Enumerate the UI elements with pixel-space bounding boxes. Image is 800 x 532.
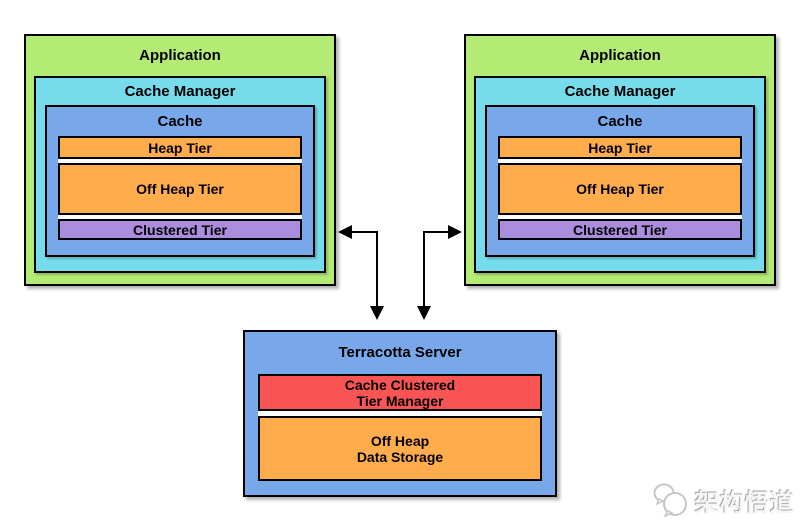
server-stack: Cache Clustered Tier Manager Off Heap Da… [258,374,542,481]
heap-tier-box: Heap Tier [498,136,742,159]
off-heap-tier-box: Off Heap Tier [58,163,302,215]
cache-clustered-tier-manager-box: Cache Clustered Tier Manager [258,374,542,411]
tier-stack: Heap Tier Off Heap Tier Clustered Tier [58,136,302,240]
component-label-line: Tier Manager [356,392,444,409]
cache-manager-title: Cache Manager [564,83,676,100]
off-heap-tier-box: Off Heap Tier [498,163,742,215]
cache-box: Cache Heap Tier Off Heap Tier Clustered … [45,105,315,257]
terracotta-server-box: Terracotta Server Cache Clustered Tier M… [243,330,557,497]
connector-left [338,225,384,320]
application-box-left: Application Cache Manager Cache Heap Tie… [24,34,336,286]
component-label-line: Data Storage [356,448,444,465]
cache-title: Cache [157,113,203,130]
off-heap-data-storage-box: Off Heap Data Storage [258,416,542,481]
cache-manager-title: Cache Manager [124,83,236,100]
cache-box: Cache Heap Tier Off Heap Tier Clustered … [485,105,755,257]
clustered-tier-box: Clustered Tier [58,219,302,240]
application-title: Application [579,47,661,64]
chat-bubbles-icon [653,483,687,518]
tier-stack: Heap Tier Off Heap Tier Clustered Tier [498,136,742,240]
watermark: 架构悟道 [652,482,795,518]
cache-manager-box: Cache Manager Cache Heap Tier Off Heap T… [474,76,766,273]
clustered-tier-box: Clustered Tier [498,219,742,240]
watermark-text: 架构悟道 [695,489,795,517]
cache-manager-box: Cache Manager Cache Heap Tier Off Heap T… [34,76,326,273]
component-label-line: Cache Clustered [344,376,456,393]
cache-title: Cache [597,113,643,130]
terracotta-server-title: Terracotta Server [338,344,462,361]
component-label-line: Off Heap [370,432,430,449]
application-box-right: Application Cache Manager Cache Heap Tie… [464,34,776,286]
connector-right [417,225,462,320]
heap-tier-box: Heap Tier [58,136,302,159]
application-title: Application [139,47,221,64]
